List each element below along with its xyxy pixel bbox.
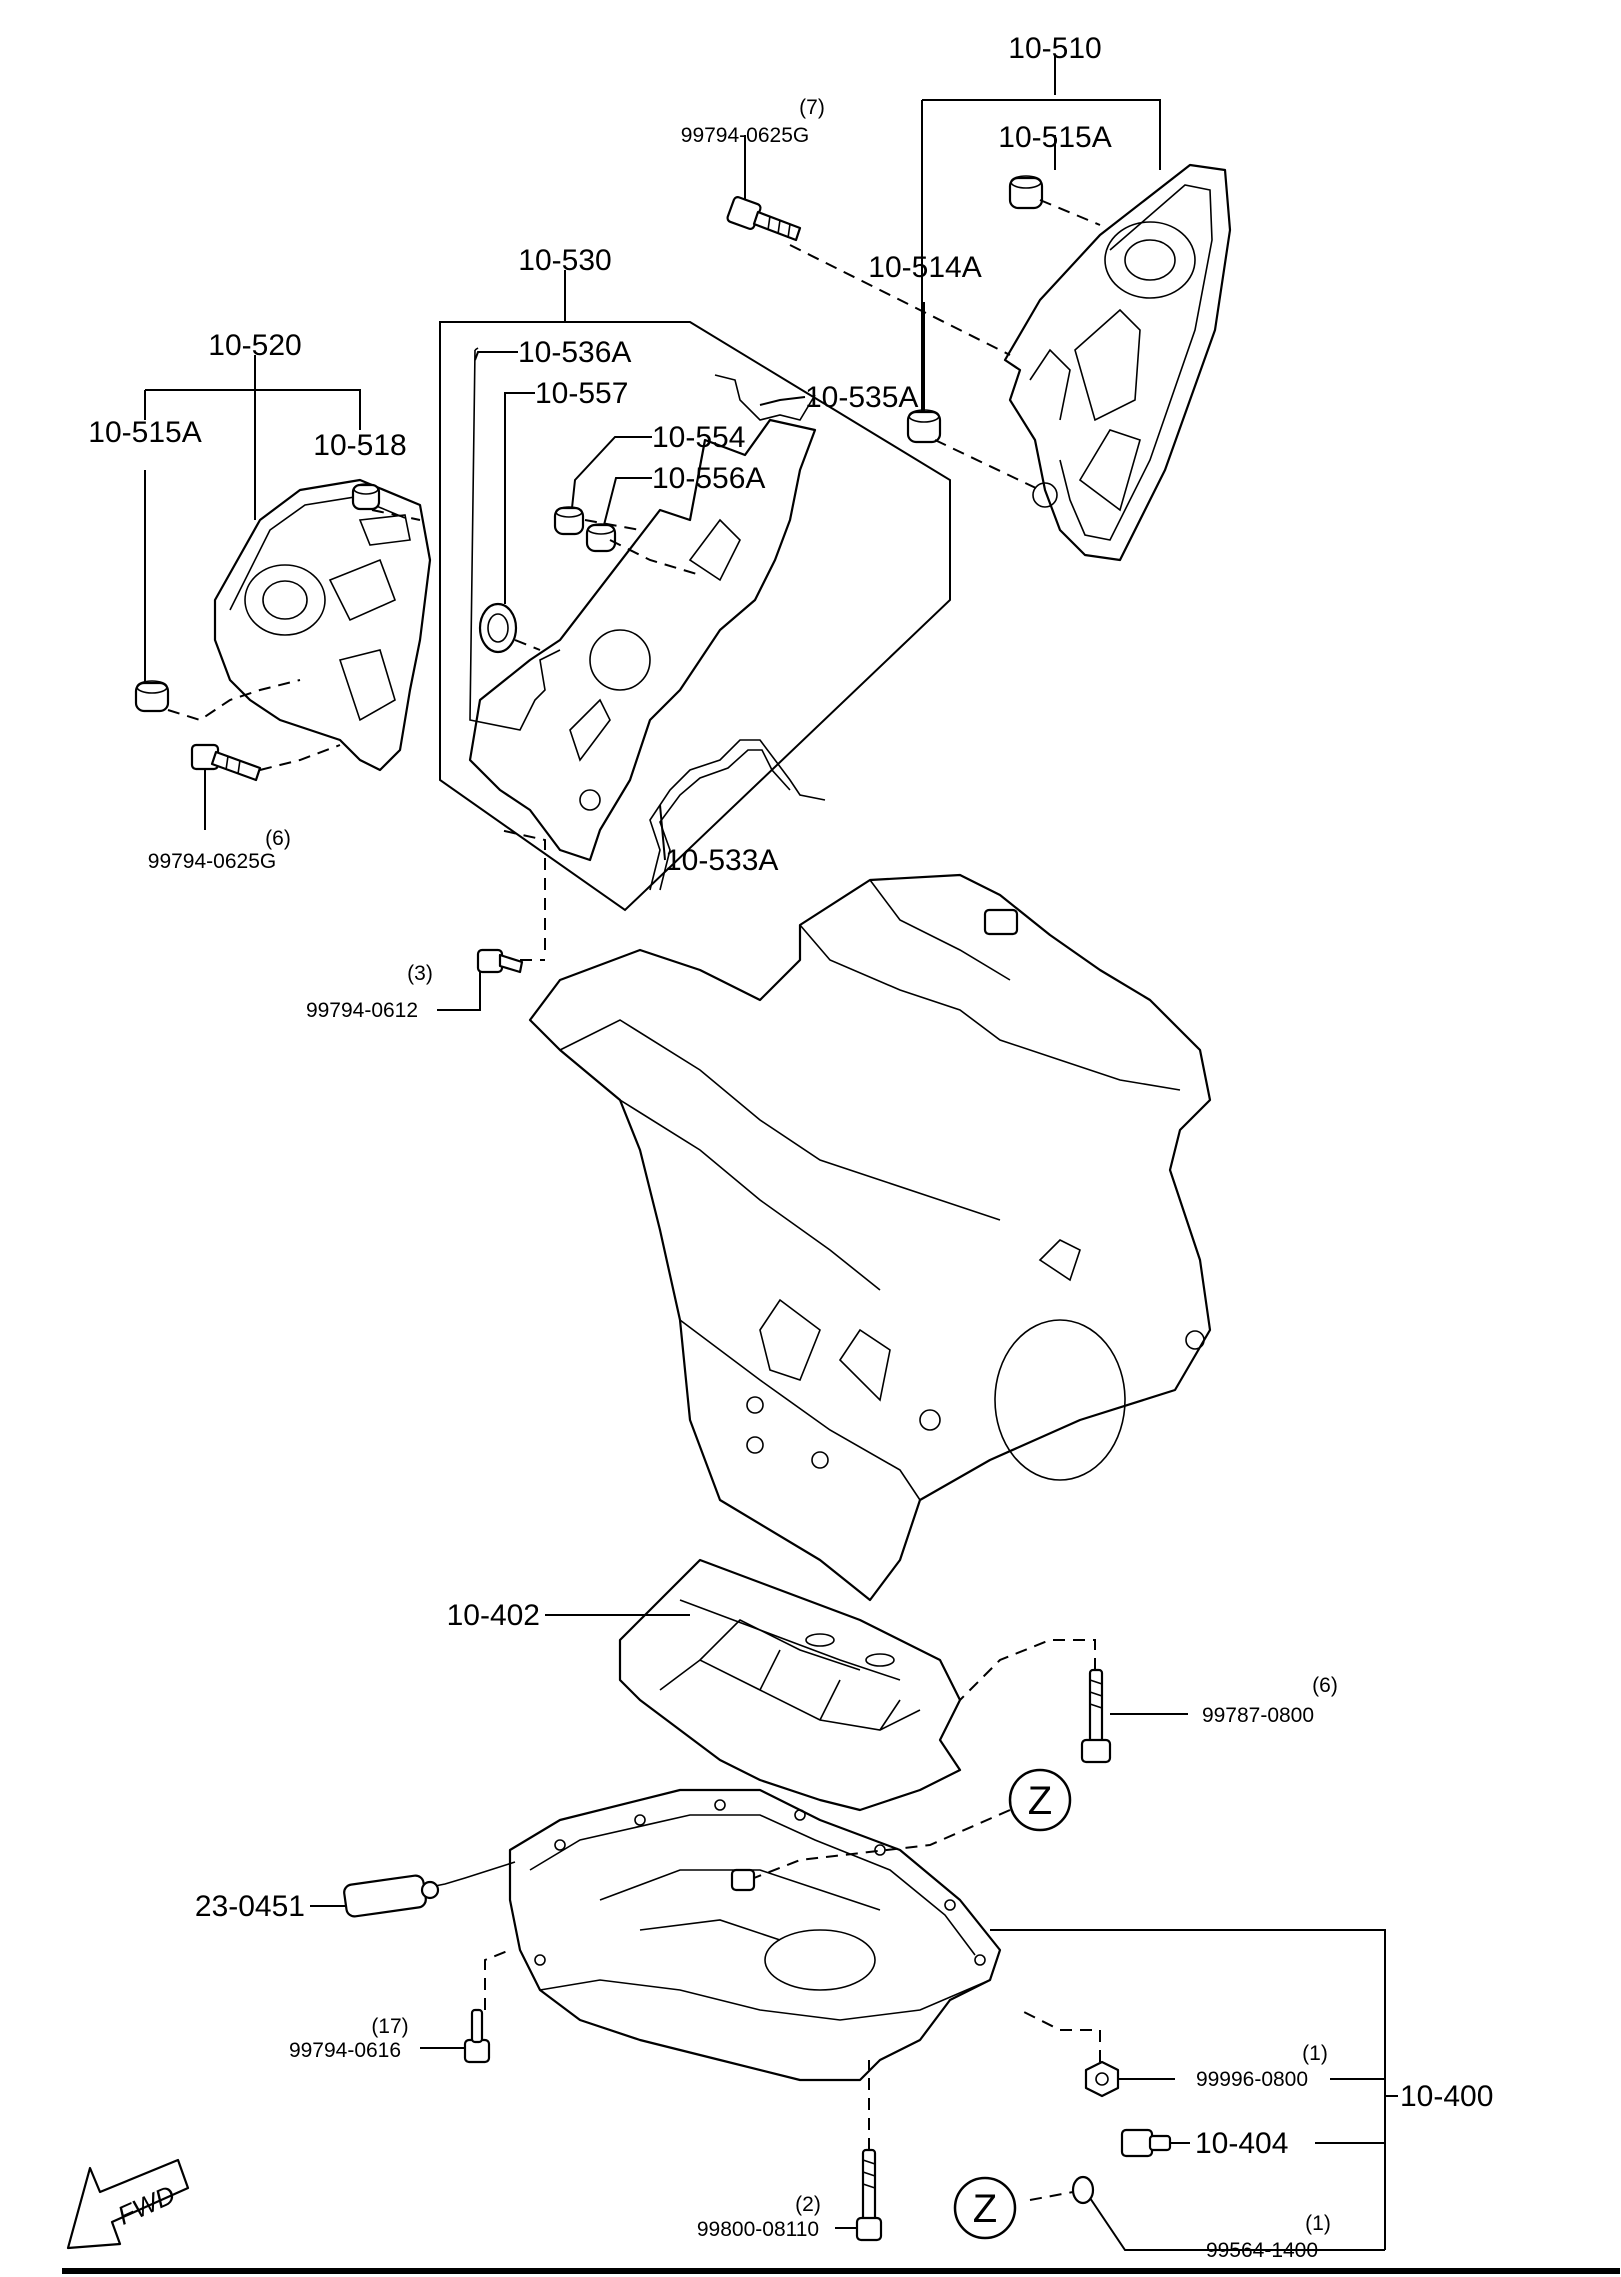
bushing-556a [585,523,617,553]
bushing-554 [553,506,585,536]
cover-bushing-upper [1008,175,1044,210]
label-nut: 99996-0800 [1196,2068,1308,2091]
nut [1084,2060,1120,2098]
label-10-554: 10-554 [652,421,745,454]
bolt-lh [190,743,262,782]
label-10-514a: 10-514A [868,251,981,284]
label-pan-bolt-qty: (17) [371,2015,408,2038]
label-washer: 99564-1400 [1206,2239,1318,2262]
inner-cover-box [439,321,951,912]
svg-text:Z: Z [973,2187,997,2231]
label-bolt-inner-qty: (3) [407,962,433,985]
label-10-400: 10-400 [1400,2080,1493,2113]
label-nut-qty: (1) [1302,2042,1328,2065]
label-10-515a-lh: 10-515A [88,416,201,449]
label-10-557: 10-557 [535,377,628,410]
label-10-533a: 10-533A [665,844,778,877]
label-stud: 99787-0800 [1202,1704,1314,1727]
label-23-0451: 23-0451 [195,1890,305,1923]
oil-baffle-plate [618,1558,962,1812]
stud [1080,1668,1112,1764]
label-long-bolt: 99800-08110 [697,2218,819,2241]
cover-bushing-lower [906,409,942,444]
label-stud-qty: (6) [1312,1674,1338,1697]
drain-washer [1071,2175,1095,2205]
oil-pan [508,1788,1002,2082]
bolt-inner [476,948,524,974]
leader-lines [144,55,1398,2251]
label-bolt-upper-qty: (7) [799,96,825,119]
label-10-404: 10-404 [1195,2127,1288,2160]
pan-bolt [463,2008,491,2064]
timing-belt-cover-upper [1003,163,1232,562]
assembly-lines [167,199,1101,2201]
oil-level-sensor [343,1861,516,1918]
inner-timing-cover [468,418,817,862]
label-bolt-upper: 99794-0625G [681,124,809,147]
label-10-402: 10-402 [447,1599,540,1632]
gasket-536a [469,347,561,731]
label-10-515a-upper: 10-515A [998,121,1111,154]
forward-arrow-icon: FWD [66,2158,190,2250]
gasket-533a [649,739,826,891]
bolt-upper [726,196,802,242]
cover-bushing-lh [134,680,170,713]
drain-plug [1120,2128,1172,2158]
zoom-marker-upper: Z [1008,1768,1072,1832]
bottom-rule [62,2268,1620,2274]
engine-block [528,873,1212,1602]
label-bolt-lh: 99794-0625G [148,850,276,873]
label-10-520: 10-520 [208,329,301,362]
label-bolt-inner: 99794-0612 [306,999,418,1022]
label-10-530: 10-530 [518,244,611,277]
label-10-510: 10-510 [1008,32,1101,65]
label-10-518: 10-518 [313,429,406,462]
gasket-535a [714,374,816,421]
label-10-535a: 10-535A [805,381,918,414]
label-pan-bolt: 99794-0616 [289,2039,401,2062]
bushing-518 [351,483,381,511]
label-10-536a: 10-536A [518,336,631,369]
long-bolt [855,2148,883,2242]
svg-text:Z: Z [1028,1779,1052,1823]
label-long-bolt-qty: (2) [795,2193,821,2216]
label-10-556a: 10-556A [652,462,765,495]
zoom-marker-lower: Z [953,2176,1017,2240]
seal-557 [478,602,518,654]
label-bolt-lh-qty: (6) [265,827,291,850]
label-washer-qty: (1) [1305,2212,1331,2235]
timing-belt-cover-lh [213,478,432,772]
